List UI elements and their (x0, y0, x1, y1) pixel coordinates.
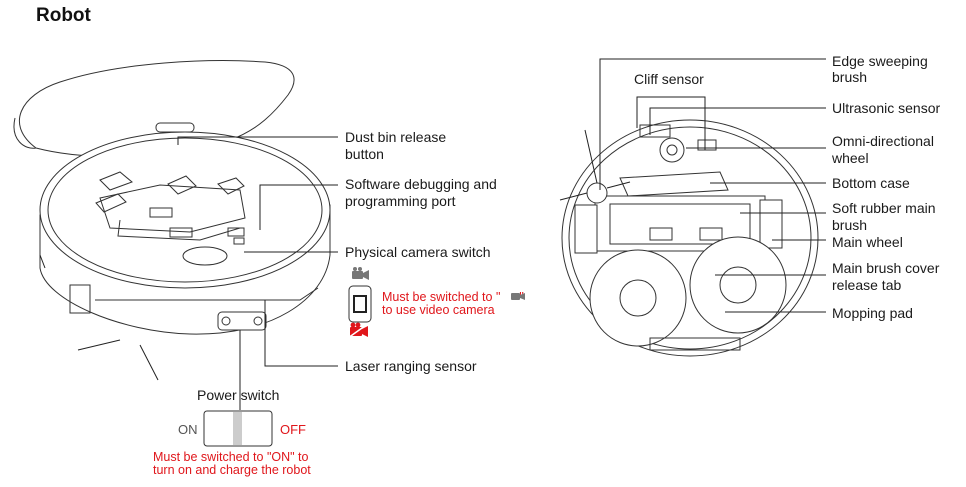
power-switch-on-label: ON (178, 422, 198, 437)
label-software-port-1: Software debugging and (345, 176, 497, 192)
robot-body (39, 131, 331, 381)
label-mopping-pad: Mopping pad (832, 305, 913, 321)
label-edge-sweeping-brush-2: brush (832, 69, 867, 85)
svg-text:Must be switched to "": Must be switched to "" (382, 290, 524, 304)
camera-note-part-1: Must be switched to " (382, 290, 500, 304)
label-laser-ranging-sensor: Laser ranging sensor (345, 358, 477, 374)
label-edge-sweeping-brush-1: Edge sweeping (832, 53, 928, 69)
inline-camera-icon (511, 293, 525, 300)
main-wheel-left (574, 204, 598, 254)
label-main-brush-cover-1: Main brush cover (832, 260, 940, 276)
label-physical-camera-switch: Physical camera switch (345, 244, 491, 260)
camera-switch-detail: Must be switched to "" to use video came… (347, 267, 525, 339)
label-cliff-sensor: Cliff sensor (634, 71, 704, 87)
label-ultrasonic-sensor: Ultrasonic sensor (832, 100, 940, 116)
camera-note-line-2: to use video camera (382, 303, 495, 317)
label-bottom-case: Bottom case (832, 175, 910, 191)
mopping-pad-right (689, 236, 787, 334)
label-dust-bin-release-1: Dust bin release (345, 129, 446, 145)
power-note-line-1: Must be switched to "ON" to (153, 450, 309, 464)
label-omni-wheel-2: wheel (831, 150, 869, 166)
label-main-brush-cover-2: release tab (832, 277, 901, 293)
label-software-port-2: programming port (345, 193, 456, 209)
mopping-pad-left (589, 249, 687, 347)
power-switch-detail: ON OFF Must be switched to "ON" to turn … (153, 410, 311, 477)
power-note-line-2: turn on and charge the robot (153, 463, 311, 477)
label-omni-wheel-1: Omni-directional (832, 133, 934, 149)
label-power-switch: Power switch (197, 387, 279, 403)
camera-off-icon (347, 322, 370, 339)
robot-bottom-illustration (559, 119, 819, 357)
right-leader-lines (599, 58, 826, 313)
label-soft-rubber-brush-1: Soft rubber main (832, 200, 936, 216)
robot-top-illustration (13, 60, 331, 381)
left-leader-lines (177, 136, 338, 410)
main-wheel-right (759, 199, 783, 249)
camera-icon (352, 267, 369, 280)
label-main-wheel: Main wheel (832, 234, 903, 250)
page-title: Robot (36, 5, 92, 26)
power-switch-off-label: OFF (280, 422, 306, 437)
label-soft-rubber-brush-2: brush (832, 217, 867, 233)
label-dust-bin-release-2: button (345, 146, 384, 162)
